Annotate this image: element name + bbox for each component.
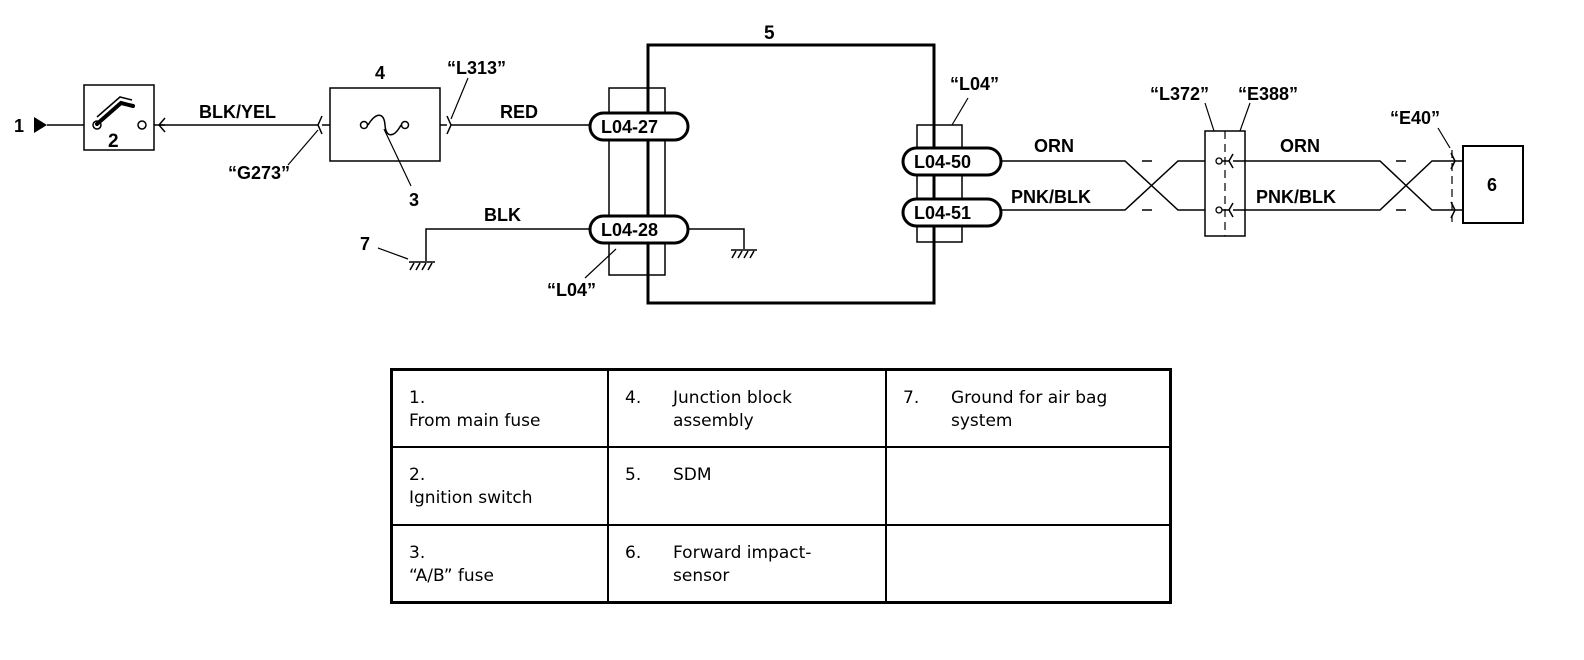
wire-blk xyxy=(425,228,590,261)
legend-row: 2.Ignition switch 5. SDM xyxy=(390,446,1172,526)
legend-cell: 3.“A/B” fuse xyxy=(390,523,609,604)
callout-6: 6 xyxy=(1487,175,1497,195)
terminal-l04-51-label: L04-51 xyxy=(914,203,971,223)
callout-7: 7 xyxy=(360,234,370,254)
wire-pnk-blk-1-label: PNK/BLK xyxy=(1011,187,1091,207)
terminal-l04-27-pill xyxy=(588,111,690,142)
l372-leader xyxy=(1204,102,1215,132)
switch-key-icon xyxy=(95,100,135,126)
g273-leader xyxy=(287,129,319,166)
legend-text: Ignition switch xyxy=(409,488,533,509)
e388-leader xyxy=(1239,102,1251,132)
forward-impact-sensor-box xyxy=(1462,145,1524,224)
legend-cell: 6. Forward impact-sensor xyxy=(607,523,887,604)
wire-pnk-blk-2-label: PNK/BLK xyxy=(1256,187,1336,207)
connector-g273-symbol xyxy=(317,115,323,135)
callout-1: 1 xyxy=(14,116,24,136)
callout-2: 2 xyxy=(108,131,119,152)
connector-g273-label: “G273” xyxy=(228,163,290,183)
legend-cell: 2.Ignition switch xyxy=(390,446,609,526)
wire-pnk-blk-2 xyxy=(1233,160,1455,211)
legend-cell: 4. Junction block assembly xyxy=(607,368,887,449)
sdm-connector-right xyxy=(916,124,963,243)
input-arrow xyxy=(34,117,47,133)
terminal-l04-28-label: L04-28 xyxy=(601,220,658,240)
wire-orn-2-label: ORN xyxy=(1280,136,1320,156)
connector-l04-bottom-label: “L04” xyxy=(547,280,596,300)
terminal-l04-50-label: L04-50 xyxy=(914,152,971,172)
legend-text: Junction block assembly xyxy=(673,388,792,431)
legend-number: 2. xyxy=(409,465,426,486)
wire-sdm-ground xyxy=(688,228,745,249)
legend-cell xyxy=(885,523,1172,604)
fuse-leader xyxy=(383,128,412,187)
connector-l313-label: “L313” xyxy=(447,58,506,78)
legend-cell: 5. SDM xyxy=(607,446,887,526)
fuse-terminal-left xyxy=(359,120,369,130)
legend-number: 1. xyxy=(409,388,426,408)
legend-cell: 7. Ground for air bag system xyxy=(885,368,1172,449)
legend-row: 1. From main fuse 4. Junction block assemb… xyxy=(390,368,1172,449)
wire-blk-label: BLK xyxy=(484,205,521,225)
sdm-box xyxy=(646,43,936,305)
ignition-switch-box xyxy=(83,84,155,151)
legend-text: SDM xyxy=(673,465,712,486)
wire-orn-1-label: ORN xyxy=(1034,136,1074,156)
legend-row: 3.“A/B” fuse 6. Forward impact-sensor xyxy=(390,523,1172,604)
legend-text: From main fuse xyxy=(409,411,541,431)
l04-bottom-leader xyxy=(584,248,617,279)
ground-7-leader xyxy=(377,247,409,260)
l04-right-leader xyxy=(951,97,969,126)
legend-number: 6. xyxy=(625,542,642,563)
l313-leader xyxy=(450,77,469,120)
connector-l372-label: “L372” xyxy=(1150,84,1209,104)
legend-text: “A/B” fuse xyxy=(409,565,494,586)
wire-red-label: RED xyxy=(500,102,538,122)
switch-key-outline xyxy=(96,96,133,118)
sdm-connector-left xyxy=(608,87,666,276)
terminal-l04-27-label: L04-27 xyxy=(601,117,658,137)
wire-pnk-blk-1 xyxy=(1001,160,1205,211)
switch-contact-right xyxy=(137,120,147,130)
fuse-icon xyxy=(367,114,402,136)
callout-3: 3 xyxy=(409,190,419,210)
fuse-terminal-right xyxy=(400,120,410,130)
callout-5: 5 xyxy=(764,23,775,44)
legend-cell: 1. From main fuse xyxy=(390,368,609,449)
wire-blk-yel-label: BLK/YEL xyxy=(199,102,276,122)
legend-cell xyxy=(885,446,1172,526)
connector-l04-right-label: “L04” xyxy=(950,74,999,94)
wiring-diagram: 1 2 3 4 5 6 7 “L313” “G273” “L04” “L04” … xyxy=(14,23,1524,305)
terminal-l04-51-pill xyxy=(901,197,1003,228)
legend-table: 1. From main fuse 4. Junction block assemb… xyxy=(390,368,1172,604)
callout-4: 4 xyxy=(375,63,385,83)
legend-number: 5. xyxy=(625,465,642,486)
legend-number: 3. xyxy=(409,542,426,563)
legend-text: Forward impact-sensor xyxy=(673,542,812,586)
connector-e388-label: “E388” xyxy=(1238,84,1298,104)
e40-leader xyxy=(1437,127,1451,149)
legend-number: 7. xyxy=(903,388,920,408)
connector-l313-symbol xyxy=(446,115,452,135)
connector-e40-label: “E40” xyxy=(1390,108,1440,128)
legend-number: 4. xyxy=(625,388,642,408)
legend-text: Ground for air bag system xyxy=(951,388,1108,431)
